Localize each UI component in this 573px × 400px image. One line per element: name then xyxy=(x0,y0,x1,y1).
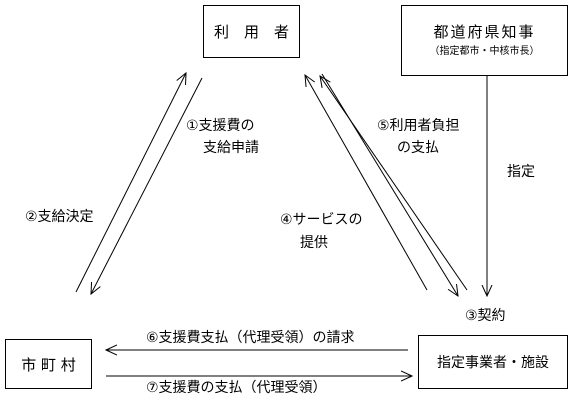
label-service-1: ④サービスの xyxy=(280,212,363,228)
node-municipality: 市 町 村 xyxy=(5,339,92,389)
arrow-payment-up xyxy=(320,76,468,291)
node-prefecture-sublabel: （指定都市・中核市長） xyxy=(429,45,540,57)
label-copay-2: の支払 xyxy=(397,140,439,156)
label-application-2: 支給申請 xyxy=(203,140,259,156)
label-application-1: ①支援費の xyxy=(186,118,255,134)
node-provider-label: 指定事業者・施設 xyxy=(437,355,549,371)
label-decision: ②支給決定 xyxy=(25,209,94,225)
node-prefecture-label: 都道府県知事 xyxy=(433,22,536,41)
label-claim: ⑥支援費支払（代理受領）の請求 xyxy=(146,330,355,346)
arrow-service xyxy=(305,75,428,291)
arrow-payment-down xyxy=(321,73,458,296)
node-provider: 指定事業者・施設 xyxy=(418,335,568,389)
label-copay-1: ⑤利用者負担 xyxy=(377,118,460,134)
label-service-2: 提供 xyxy=(300,235,328,251)
arrow-decision xyxy=(91,77,203,294)
label-payment: ⑦支援費の支払（代理受領） xyxy=(146,380,327,396)
node-user-label: 利 用 者 xyxy=(213,23,289,41)
node-user: 利 用 者 xyxy=(203,5,300,58)
node-municipality-label: 市 町 村 xyxy=(21,355,76,374)
label-contract: ③契約 xyxy=(465,308,506,324)
node-prefecture: 都道府県知事 （指定都市・中核市長） xyxy=(401,5,568,76)
arrow-application xyxy=(75,73,186,293)
label-designation: 指定 xyxy=(507,164,535,180)
